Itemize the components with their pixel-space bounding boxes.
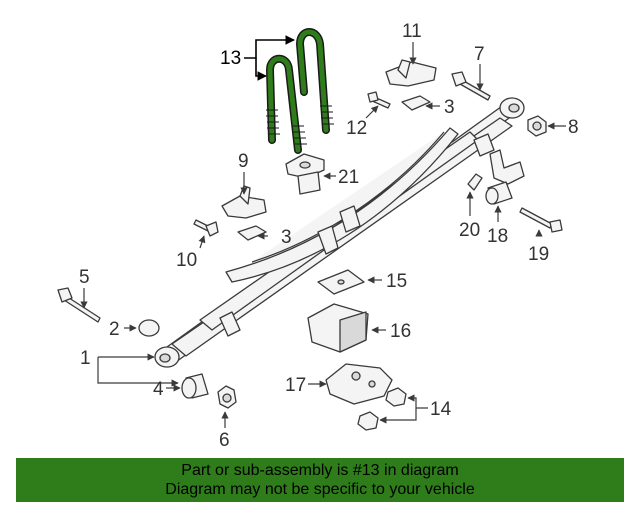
banner-line-1: Part or sub-assembly is #13 in diagram [181,462,459,479]
callout-1: 1 [80,348,91,369]
bolt-part-7[interactable] [451,71,491,101]
plate-part-17[interactable] [325,363,393,405]
bolt-part-5[interactable] [57,287,101,323]
bolt-part-10[interactable] [193,219,219,237]
nut-part-14[interactable] [357,387,407,431]
callout-6: 6 [219,430,230,451]
leader-lines [80,35,566,428]
callout-4: 4 [153,379,164,400]
rear-spring-eye[interactable] [499,97,525,119]
notice-banner: Part or sub-assembly is #13 in diagram D… [16,458,624,502]
callout-5: 5 [79,267,90,288]
bump-stop-part-21[interactable] [285,153,325,195]
callout-9: 9 [238,151,249,172]
banner-line-2: Diagram may not be specific to your vehi… [165,481,475,498]
bolt-part-12[interactable] [367,91,391,109]
callout-labels: 1 2 3 3 4 5 6 7 8 9 10 11 12 13 14 15 16… [79,21,579,451]
callout-10: 10 [176,250,197,271]
u-bolt-part-13[interactable] [265,28,334,154]
pad-part-15[interactable] [317,269,365,295]
bolt-part-19[interactable] [519,207,563,233]
callout-3-upper: 3 [444,97,455,118]
callout-3-lower: 3 [281,227,292,248]
callout-2: 2 [109,319,120,340]
spacer-part-16[interactable] [307,303,369,353]
callout-7: 7 [474,44,485,65]
callout-21: 21 [338,167,359,188]
nut-part-8[interactable] [527,115,547,137]
callout-13: 13 [220,48,241,69]
callout-16: 16 [390,321,411,342]
plug-part-2[interactable] [138,319,160,337]
callout-15: 15 [386,271,407,292]
clip-part-3-lower[interactable] [237,225,267,241]
callout-18: 18 [487,226,508,247]
callout-11: 11 [402,21,422,42]
callout-12: 12 [346,118,367,139]
bushing-part-4[interactable] [181,373,209,399]
shackle-part-18[interactable] [485,149,525,205]
callout-20: 20 [459,220,480,241]
leaf-spring[interactable] [159,103,521,363]
callout-8: 8 [568,117,579,138]
bracket-part-11[interactable] [385,59,437,87]
callout-19: 19 [528,244,549,265]
pin-part-20[interactable] [467,173,483,191]
callout-17: 17 [285,375,306,396]
clip-part-3-upper[interactable] [401,95,431,111]
front-spring-eye[interactable] [154,346,180,368]
callout-14: 14 [430,399,452,420]
nut-part-6[interactable] [217,385,237,409]
